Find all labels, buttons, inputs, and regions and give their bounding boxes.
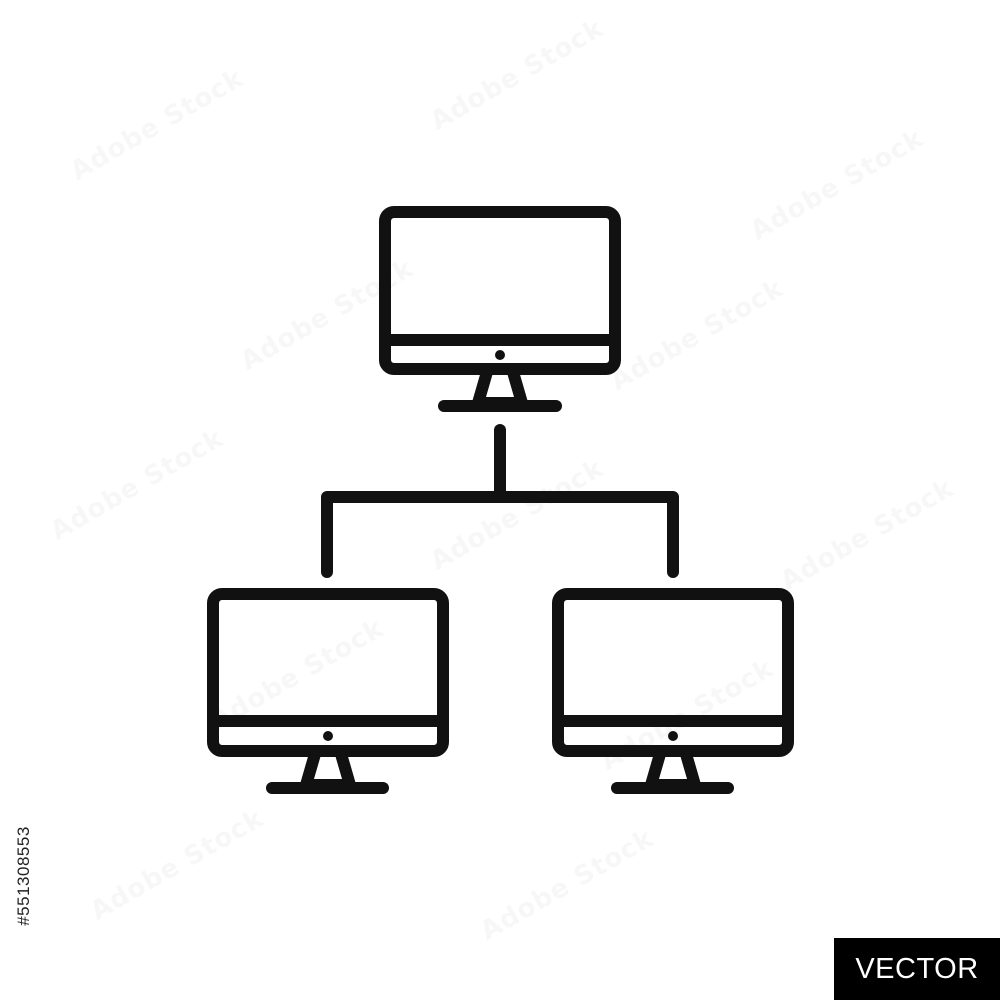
stock-id-label: #551308553 — [12, 766, 36, 986]
network-connector-lines — [321, 424, 679, 578]
vector-badge: VECTOR — [834, 938, 1000, 1000]
stock-id-text: #551308553 — [14, 826, 34, 926]
bottom-left-monitor-icon — [207, 588, 449, 794]
bottom-right-monitor-icon — [552, 588, 794, 794]
top-monitor-icon — [379, 206, 621, 412]
vector-badge-label: VECTOR — [855, 952, 979, 985]
